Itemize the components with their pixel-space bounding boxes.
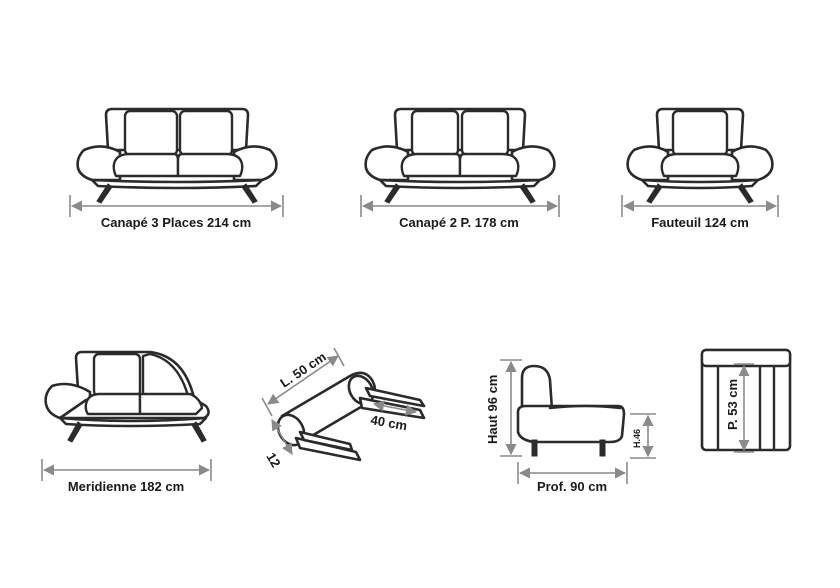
armchair-dimension [621,195,779,217]
sofa-3-places-drawing [76,107,278,204]
top-depth-dimension [734,363,754,453]
bolster-diameter-dimension [271,419,293,455]
sofa-2-places-label: Canapé 2 P. 178 cm [399,215,519,230]
armchair-label: Fauteuil 124 cm [651,215,749,230]
top-depth-label: P. 53 cm [725,379,740,430]
side-seat-height-label: H.46 [632,429,642,448]
top-view-drawing [700,348,792,452]
armchair-drawing [626,107,774,204]
side-depth-label: Prof. 90 cm [537,479,607,494]
meridienne-dimension [41,459,212,481]
bolster-strap-dimension [372,400,418,416]
bolster-length-dimension [261,347,345,417]
sofa-3-places-dimension [69,195,284,217]
side-seat-height-dimension [630,413,656,459]
side-height-dimension [500,359,522,457]
bolster-length-label: L. 50 cm [277,349,329,391]
meridienne-drawing [44,350,210,443]
side-depth-dimension [517,462,628,484]
bolster-strap-label: 40 cm [369,412,408,433]
sofa-2-places-dimension [360,195,560,217]
sofa-3-places-label: Canapé 3 Places 214 cm [101,215,251,230]
bolster-diameter-label: 12 [263,450,283,470]
meridienne-label: Meridienne 182 cm [68,479,184,494]
sofa-2-places-drawing [364,107,556,204]
side-height-label: Haut 96 cm [485,375,500,444]
side-view-drawing [516,364,626,457]
